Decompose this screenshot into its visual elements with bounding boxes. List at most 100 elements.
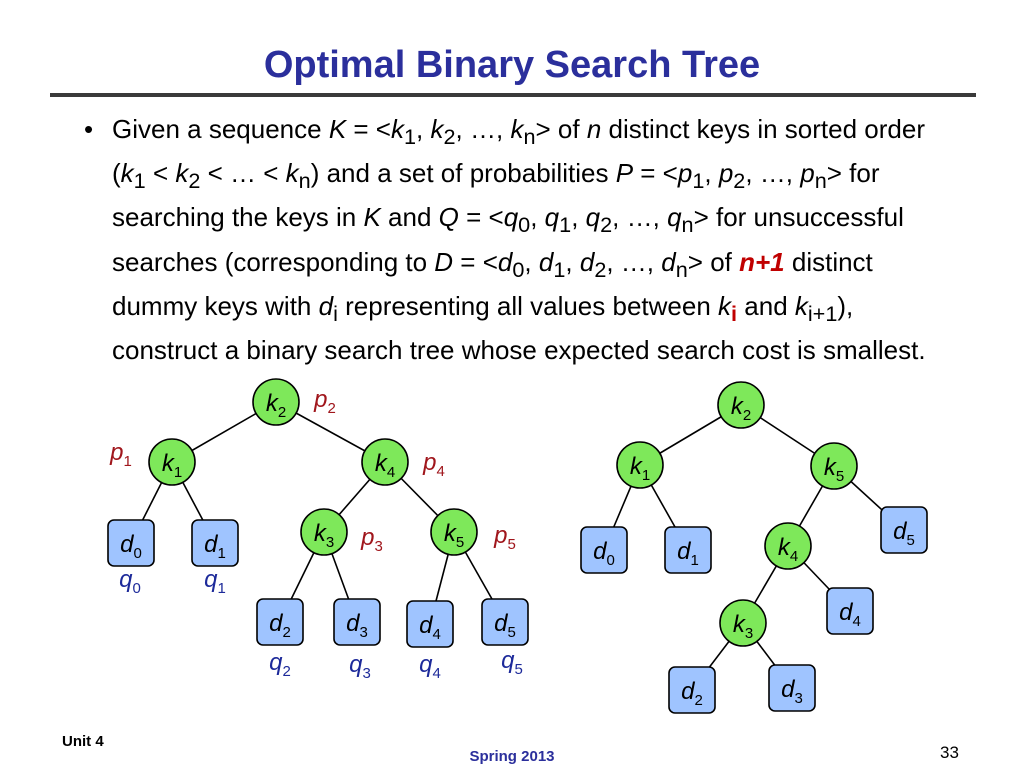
- text-run: 0: [518, 212, 531, 238]
- key-node-k4: [361, 438, 409, 486]
- definition-text: Given a sequence K = <k1, k2, …, kn> of …: [112, 111, 954, 369]
- text-run: and: [737, 290, 795, 321]
- node-label-k3: k3: [314, 520, 334, 551]
- text-run: d: [497, 246, 513, 277]
- prob-label-p3: p3: [360, 524, 383, 555]
- node-label-d0: d0: [120, 531, 142, 562]
- text-run: 2: [733, 168, 746, 194]
- text-run: ), construct a binary search tree whose …: [112, 290, 926, 365]
- key-node-k5: [810, 442, 858, 490]
- text-run: < … <: [200, 158, 286, 189]
- text-run: and: [380, 202, 439, 233]
- text-run: k: [285, 158, 299, 189]
- key-node-k3: [300, 508, 348, 556]
- page-number: 33: [940, 743, 959, 762]
- node-label-k5: k5: [444, 520, 464, 551]
- text-run: q: [667, 202, 682, 233]
- prob-label-p1: p1: [109, 439, 132, 470]
- text-run: > of: [687, 246, 740, 277]
- text-run: = <: [453, 246, 498, 277]
- text-run: 2: [188, 168, 201, 194]
- text-run: n: [675, 256, 688, 282]
- dummy-node-d0: [580, 526, 628, 574]
- node-label-d5: d5: [893, 518, 915, 549]
- text-run: q: [585, 202, 601, 233]
- text-run: , …,: [745, 158, 801, 189]
- dummy-node-d4: [406, 600, 454, 648]
- text-run: i: [731, 300, 738, 326]
- key-node-k1: [148, 438, 196, 486]
- node-label-k3: k3: [733, 611, 753, 642]
- text-run: Given a sequence: [112, 114, 329, 144]
- text-run: = <: [633, 158, 678, 189]
- node-label-k1: k1: [630, 453, 650, 484]
- text-run: = <: [346, 114, 391, 144]
- text-run: k: [175, 158, 189, 189]
- node-label-k1: k1: [162, 450, 182, 481]
- text-run: k: [510, 114, 524, 144]
- text-run: K: [363, 202, 381, 233]
- text-run: D: [434, 246, 454, 277]
- dummy-node-d1: [191, 519, 239, 567]
- text-run: K: [328, 114, 347, 144]
- text-run: p: [677, 158, 693, 189]
- node-label-d1: d1: [677, 538, 699, 569]
- key-node-k2: [717, 381, 765, 429]
- text-run: ,: [530, 202, 545, 233]
- text-run: k: [718, 290, 732, 321]
- slide-title: Optimal Binary Search Tree: [263, 44, 761, 86]
- prob-label-p2: p2: [313, 386, 336, 417]
- text-run: ,: [571, 202, 586, 233]
- text-run: q: [544, 202, 560, 233]
- dummy-node-d5: [481, 598, 529, 646]
- key-node-k4: [764, 522, 812, 570]
- node-label-k2: k2: [731, 393, 751, 424]
- text-run: P: [615, 158, 634, 189]
- text-run: i: [333, 300, 338, 326]
- node-label-k4: k4: [375, 450, 395, 481]
- text-run: n: [586, 114, 602, 144]
- text-run: representing all values between: [337, 290, 719, 321]
- text-run: , …,: [606, 246, 662, 277]
- node-label-d0: d0: [593, 538, 615, 569]
- text-run: 1: [553, 256, 566, 282]
- key-node-k5: [430, 508, 478, 556]
- text-run: q: [503, 202, 519, 233]
- node-label-d4: d4: [419, 612, 441, 643]
- key-node-k2: [252, 378, 300, 426]
- prob-label-p4: p4: [422, 449, 445, 480]
- prob-label-q0: q0: [119, 566, 141, 597]
- dummy-node-d2: [256, 598, 304, 646]
- text-run: ,: [416, 114, 431, 144]
- text-run: ,: [524, 246, 539, 277]
- dummy-node-d1: [664, 526, 712, 574]
- text-run: 1: [403, 124, 417, 150]
- text-run: distinct dummy keys with: [112, 246, 873, 321]
- text-run: d: [318, 290, 334, 321]
- text-run: > for unsuccessful searches (correspondi…: [112, 202, 904, 277]
- text-run: k: [794, 290, 808, 321]
- dummy-node-d5: [880, 506, 928, 554]
- prob-label-q1: q1: [204, 566, 226, 597]
- dummy-node-d3: [333, 598, 381, 646]
- text-run: > of: [535, 114, 587, 144]
- text-run: Q: [438, 202, 459, 233]
- node-label-d2: d2: [269, 610, 291, 641]
- text-run: distinct keys in sorted order (: [112, 114, 925, 189]
- text-run: n: [523, 124, 536, 150]
- text-run: 2: [443, 124, 456, 150]
- text-run: 2: [594, 256, 607, 282]
- text-run: k: [390, 114, 404, 144]
- text-run: p: [800, 158, 815, 189]
- text-run: n: [681, 212, 694, 238]
- text-run: k: [430, 114, 444, 144]
- text-run: i+1: [807, 300, 838, 326]
- prob-label-q3: q3: [349, 651, 371, 682]
- node-label-k4: k4: [778, 534, 798, 565]
- node-label-d2: d2: [681, 678, 703, 709]
- dummy-node-d4: [826, 587, 874, 635]
- text-run: 2: [600, 212, 613, 238]
- node-label-d3: d3: [781, 676, 803, 707]
